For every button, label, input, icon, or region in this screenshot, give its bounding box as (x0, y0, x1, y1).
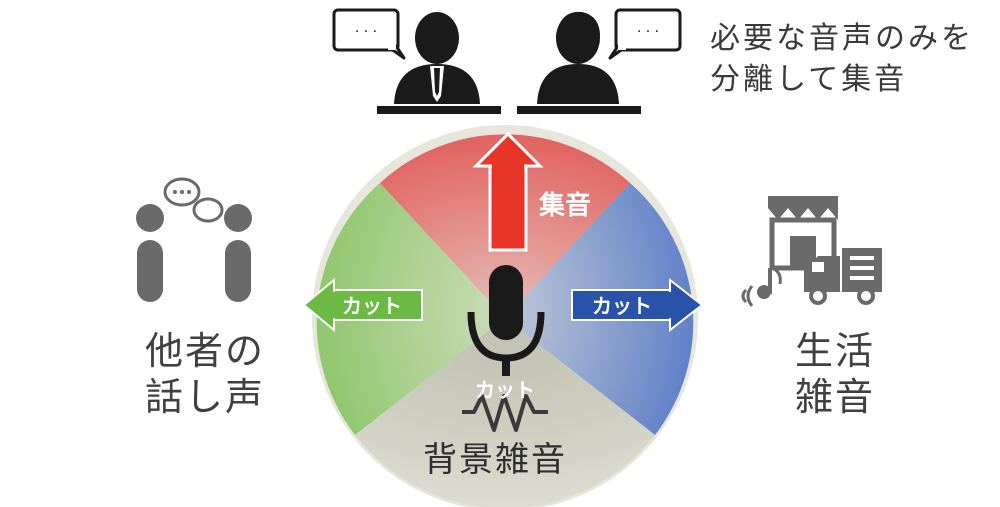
bottom-caption: 背景雑音 (423, 440, 567, 480)
cut-arrow-left (302, 277, 423, 333)
speech-bubble-icon: · · · (608, 8, 682, 60)
cut-right-label: カット (592, 294, 652, 318)
left-caption: 他者の 話し声 (144, 329, 265, 419)
waveform-icon (462, 394, 548, 432)
background-sector (355, 318, 655, 507)
right-caption: 生活 雑音 (794, 329, 875, 419)
speaker-person-icon (377, 12, 501, 114)
cut-center-label: カット (475, 378, 535, 402)
speech-bubble-icon: · · · (332, 8, 406, 60)
speaker-person-icon (517, 11, 641, 114)
store-icon (768, 196, 838, 271)
svg-text:· · ·: · · · (637, 24, 659, 40)
cut-arrow-right (571, 277, 704, 333)
truck-icon (804, 248, 882, 305)
collect-label: 集音 (538, 190, 591, 221)
collect-arrow (472, 131, 544, 252)
top-caption: 必要な音声のみを 分離して集音 (710, 21, 974, 97)
conversation-icon (136, 177, 252, 302)
microphone-icon (467, 265, 545, 376)
music-note-icon (741, 266, 782, 307)
svg-text:· · ·: · · · (355, 24, 377, 40)
cut-left-label: カット (342, 294, 402, 318)
